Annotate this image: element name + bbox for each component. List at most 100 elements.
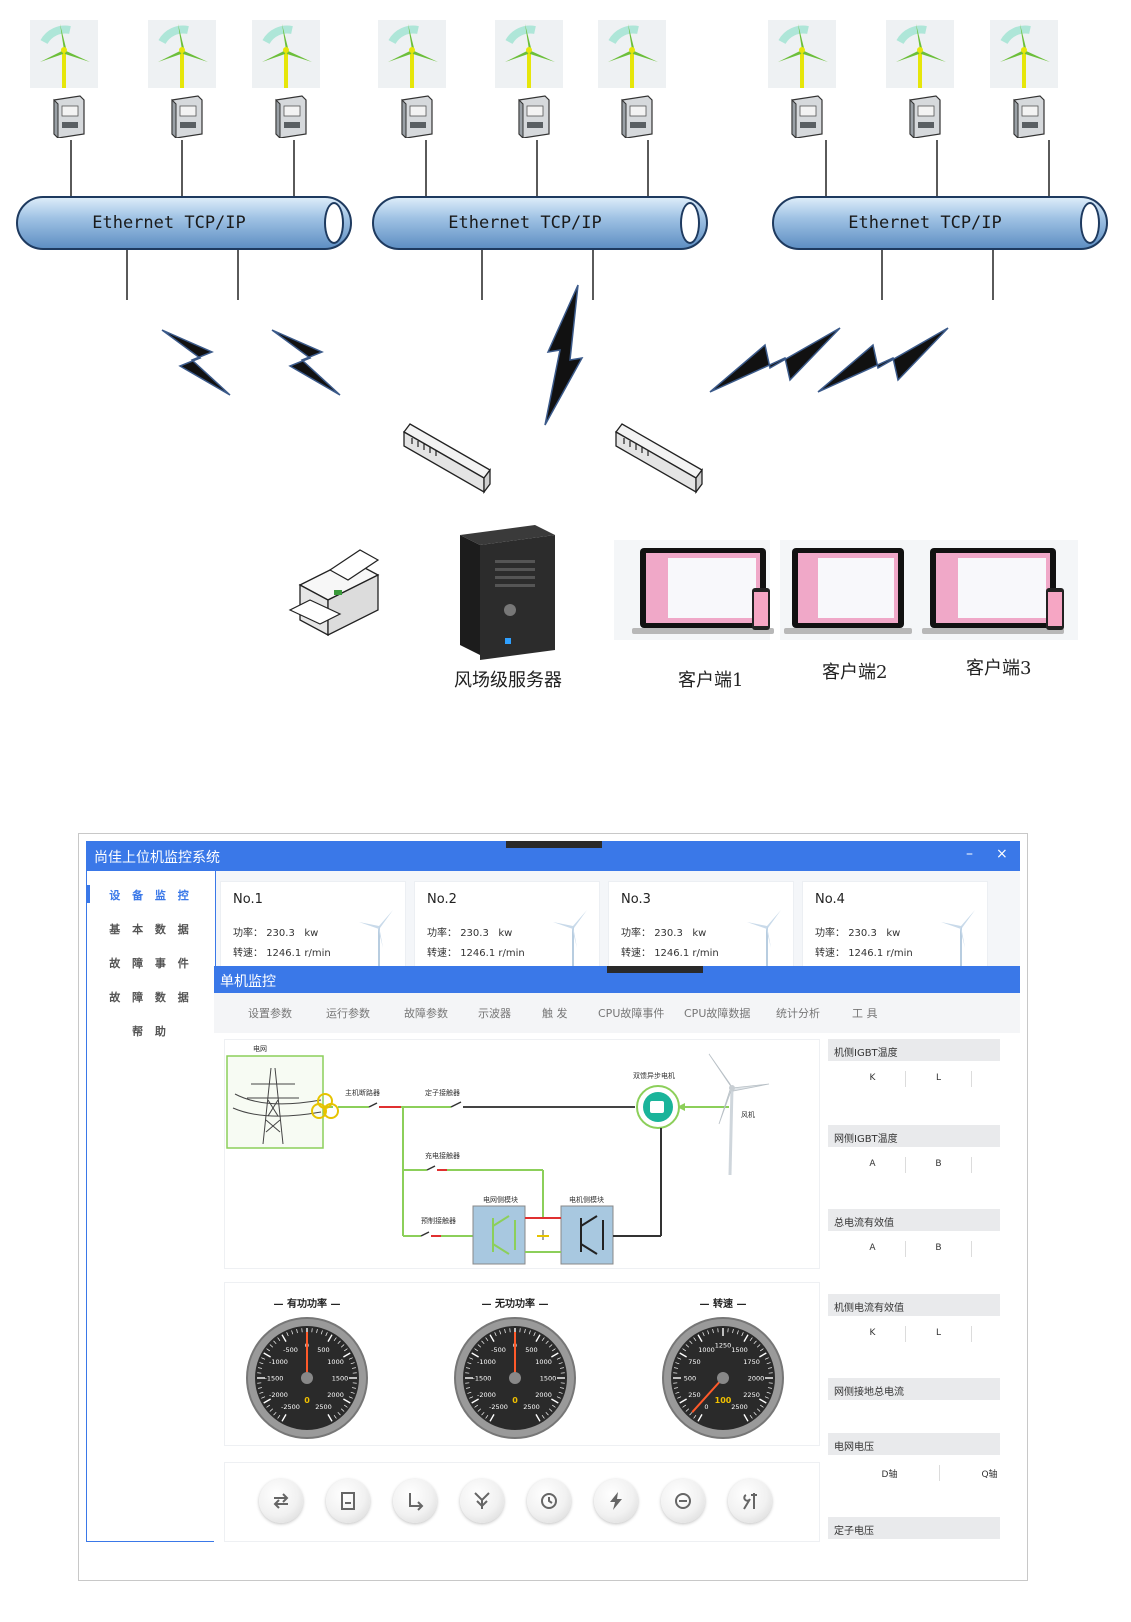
minus-circle-button[interactable] [661,1479,705,1523]
gauge-tick-label: 1250 [715,1342,732,1350]
gauge-tick-label: 1500 [332,1375,349,1383]
wind-turbine-icon [708,1053,770,1176]
gauge-tick [551,1352,559,1358]
sidebar-item-device-monitor[interactable]: 设 备 监 控 [87,885,215,903]
gauge-tick-label: 500 [317,1346,329,1354]
gauge-tick [471,1352,479,1358]
tab-cpu-fault-data[interactable]: CPU故障数据 [684,1007,751,1020]
tab-statistics[interactable]: 统计分析 [776,1007,820,1020]
title-bar[interactable]: 尚佳上位机监控系统 – × [86,841,1020,871]
gauge-tick-label: 500 [525,1346,537,1354]
swap-button[interactable] [259,1479,303,1523]
minimize-button[interactable]: – [966,846,973,862]
gauge-tick [333,1415,337,1419]
gauge-tick [753,1411,757,1416]
label-precharge-contactor: 预制接触器 [421,1217,456,1225]
tab-bar: 设置参数 运行参数 故障参数 示波器 触 发 CPU故障事件 CPU故障数据 统… [214,993,1020,1033]
gauge-tick [485,1415,489,1419]
gauge-tick-label: 1000 [327,1358,344,1366]
gauge-tick-label: -2500 [489,1403,508,1411]
power-unit: kw [886,928,901,939]
speed-row: 转速： 1246.1 r/min [621,944,719,959]
merge-button[interactable] [460,1479,504,1523]
ethernet-bus: Ethernet TCP/IP [772,196,1108,250]
gauge-tick [343,1398,351,1404]
turbine-number: No.3 [621,892,651,907]
tab-oscilloscope[interactable]: 示波器 [478,1007,511,1020]
gauge-tick [469,1396,474,1399]
clock-button[interactable] [527,1479,571,1523]
diagram-lines [70,140,1078,660]
gauge-tick-label: -2500 [281,1403,300,1411]
gauge-tick [548,1344,553,1348]
tab-fault-params[interactable]: 故障参数 [404,1007,448,1020]
gauge-tick [545,1411,549,1416]
gauge-hub [301,1372,313,1384]
gauge-tick [337,1340,341,1345]
gauge-tick [344,1404,348,1408]
gauge-tick [263,1398,271,1404]
param-column-header: L [906,1071,972,1087]
gauge-tick [327,1414,333,1422]
tools-button[interactable] [728,1479,772,1523]
gauge-dial: 0250500750100012501500175020002250250010… [662,1317,784,1439]
gauge-readout: 0 [304,1396,310,1405]
gauge-tick [707,1330,710,1335]
gauge-tick-label: -1000 [269,1358,288,1366]
gauge-readout: 100 [715,1396,732,1405]
power-label: 功率： [815,928,845,939]
tab-tools[interactable]: 工 具 [852,1007,878,1020]
client-label: 客户端2 [822,662,888,683]
schematic-lines [226,1053,770,1265]
lightning-button[interactable] [594,1479,638,1523]
gauge-hub [717,1372,729,1384]
gauge-tick [541,1337,545,1341]
gauge-tick [685,1408,690,1412]
tab-run-params[interactable]: 运行参数 [326,1007,370,1020]
gauge-tick [759,1398,767,1404]
wind-turbine-icon [747,910,781,968]
gauge-tick [258,1367,263,1369]
speed-unit: r/min [886,948,913,959]
gauge-tick [767,1387,772,1389]
gauge-tick [494,1332,497,1337]
sidebar-item-fault-events[interactable]: 故 障 事 件 [109,957,193,970]
gauge-tick [277,1415,281,1419]
wind-turbine-icon [553,910,587,968]
power-row: 功率： 230.3 kw [815,924,900,939]
gauge-tick [732,1329,734,1334]
gauge-needle [691,1377,724,1413]
sidebar-item-basic-data[interactable]: 基 本 数 据 [109,923,193,936]
gauge-tick [677,1396,682,1399]
single-monitor-title-bar[interactable]: 单机监控 [214,966,1020,993]
tab-settings[interactable]: 设置参数 [248,1007,292,1020]
document-button[interactable] [326,1479,370,1523]
tab-trigger[interactable]: 触 发 [542,1007,568,1020]
power-pylon-icon [232,1067,322,1145]
drag-handle[interactable] [506,841,602,848]
gauge-tick [749,1337,753,1341]
sidebar-item-help[interactable]: 帮 助 [132,1025,170,1038]
sidebar-item-fault-data[interactable]: 故 障 数 据 [109,991,193,1004]
gateway-module-icon [618,94,656,140]
gauge-tick [351,1367,356,1369]
merge-icon [474,1492,490,1509]
gauge-tick [675,1362,680,1365]
bus-end-cap [680,202,700,244]
param-section-title: 网侧IGBT温度 [828,1125,1000,1147]
label-grid: 电网 [253,1045,267,1053]
drag-handle[interactable] [607,966,703,973]
close-button[interactable]: × [996,846,1008,862]
gauge-tick [766,1362,771,1365]
gauge-tick [350,1362,355,1365]
tab-cpu-fault-events[interactable]: CPU故障事件 [598,1007,665,1020]
gauge-tick [674,1387,679,1389]
param-section-title: 机侧IGBT温度 [828,1039,1000,1061]
gauge-tick [693,1337,697,1341]
corner-arrow-button[interactable] [393,1479,437,1523]
